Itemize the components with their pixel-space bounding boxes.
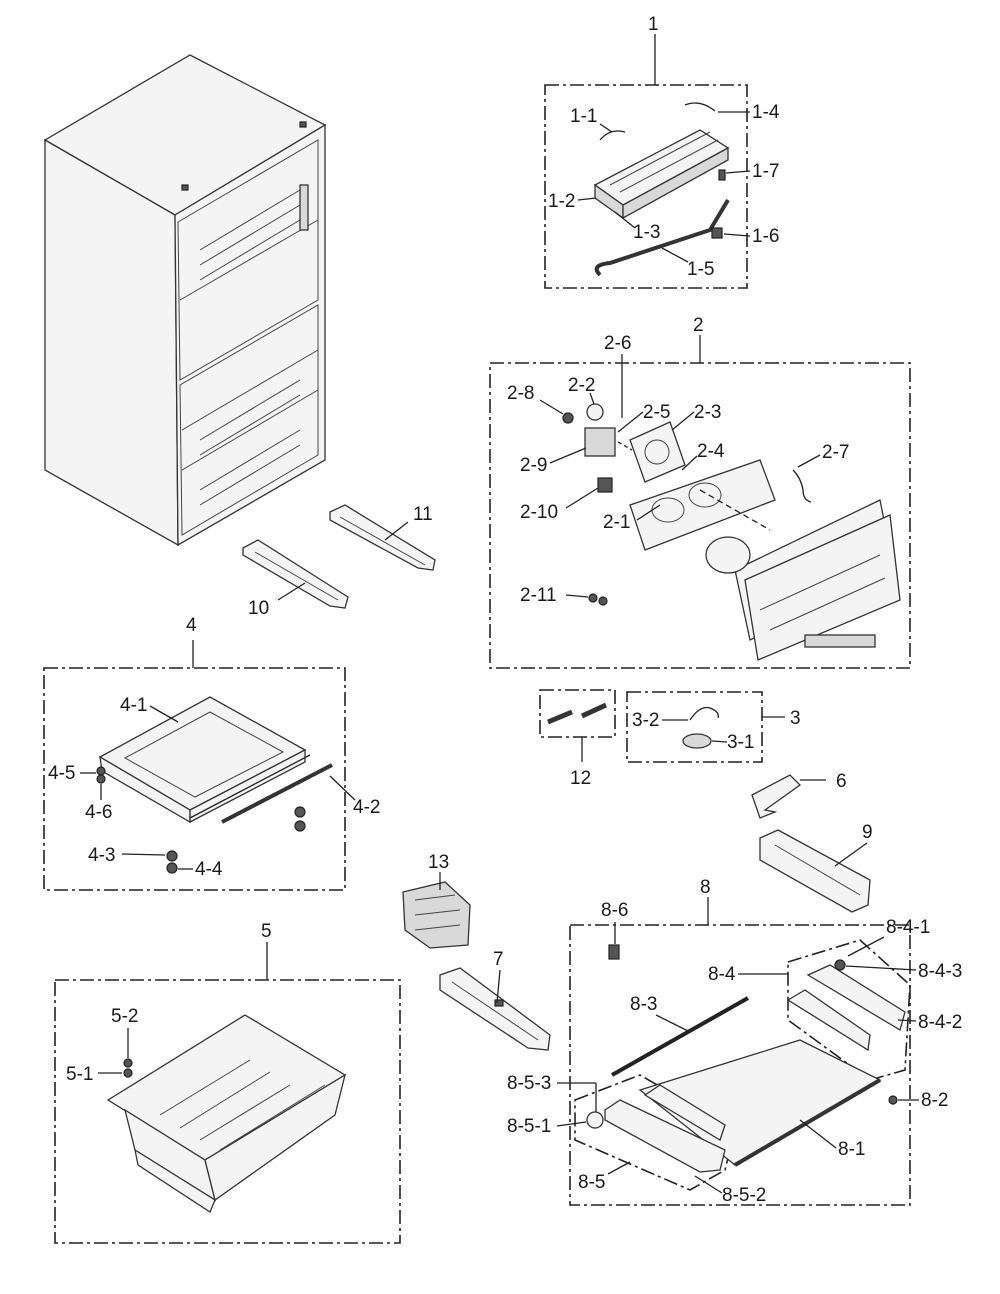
label-1-5: 1-5 (687, 259, 714, 280)
label-1-3: 1-3 (633, 222, 660, 243)
label-5: 5 (261, 921, 272, 942)
label-7: 7 (493, 949, 504, 970)
group-8-box (569, 924, 911, 1206)
label-1-4: 1-4 (752, 102, 780, 123)
label-4-1: 4-1 (120, 695, 147, 716)
label-8-5-2: 8-5-2 (722, 1185, 766, 1206)
label-8-5-3: 8-5-3 (507, 1073, 551, 1094)
label-2-2: 2-2 (568, 375, 595, 396)
label-1: 1 (648, 14, 659, 35)
label-11: 11 (413, 504, 433, 525)
refrigerator-cabinet (43, 54, 327, 547)
label-9: 9 (862, 822, 873, 843)
label-2-10: 2-10 (520, 502, 558, 523)
group-8-4-box (787, 939, 911, 1081)
label-4-3: 4-3 (88, 845, 115, 866)
group-12-box (539, 689, 616, 738)
label-2-11: 2-11 (520, 585, 557, 606)
label-2-5: 2-5 (643, 402, 670, 423)
label-4-4: 4-4 (195, 859, 223, 880)
label-8-1: 8-1 (838, 1139, 865, 1160)
label-8-5: 8-5 (578, 1172, 605, 1193)
label-4-5: 4-5 (48, 763, 75, 784)
part-8-assembly (586, 944, 906, 1173)
label-8: 8 (700, 877, 711, 898)
label-13: 13 (428, 852, 449, 873)
part-12 (547, 702, 608, 725)
label-2-4: 2-4 (697, 441, 725, 462)
part-2-assembly (562, 403, 901, 661)
label-4: 4 (186, 615, 197, 636)
label-3-2: 3-2 (632, 710, 659, 731)
part-7 (439, 967, 551, 1051)
group-3-box (626, 691, 763, 763)
label-8-3: 8-3 (630, 994, 657, 1015)
label-1-1: 1-1 (570, 106, 597, 127)
label-8-4-3: 8-4-3 (918, 961, 962, 982)
label-2-6: 2-6 (604, 333, 631, 354)
label-8-5-1: 8-5-1 (507, 1116, 551, 1137)
label-3: 3 (790, 708, 801, 729)
label-8-2: 8-2 (921, 1090, 948, 1111)
label-1-2: 1-2 (548, 191, 575, 212)
group-5-box (54, 979, 401, 1244)
label-10: 10 (248, 598, 269, 619)
label-3-1: 3-1 (727, 732, 754, 753)
label-2: 2 (693, 315, 704, 336)
label-2-1: 2-1 (603, 512, 630, 533)
label-2-3: 2-3 (694, 402, 721, 423)
part-5-bin (106, 1014, 347, 1213)
label-4-6: 4-6 (85, 802, 112, 823)
group-4-box (43, 667, 346, 891)
label-8-4-2: 8-4-2 (918, 1012, 962, 1033)
part-1-assembly (593, 102, 730, 277)
label-2-9: 2-9 (520, 455, 547, 476)
label-1-7: 1-7 (752, 161, 779, 182)
label-1-6: 1-6 (752, 226, 779, 247)
label-2-7: 2-7 (822, 442, 849, 463)
part-9 (759, 829, 871, 913)
label-8-4: 8-4 (708, 964, 736, 985)
group-8-5-box (574, 1074, 736, 1191)
part-13 (402, 881, 471, 949)
label-12: 12 (570, 768, 591, 789)
part-10 (242, 539, 349, 609)
group-1-box (544, 84, 748, 289)
label-5-2: 5-2 (111, 1006, 138, 1027)
label-8-6: 8-6 (601, 900, 628, 921)
label-2-8: 2-8 (507, 383, 534, 404)
label-5-1: 5-1 (66, 1064, 93, 1085)
part-11 (329, 504, 436, 571)
part-4-drawer (96, 696, 333, 874)
label-4-2: 4-2 (353, 797, 380, 818)
part-3-assembly (682, 706, 719, 749)
part-6 (751, 774, 802, 819)
label-8-4-1: 8-4-1 (886, 917, 930, 938)
label-6: 6 (836, 771, 847, 792)
